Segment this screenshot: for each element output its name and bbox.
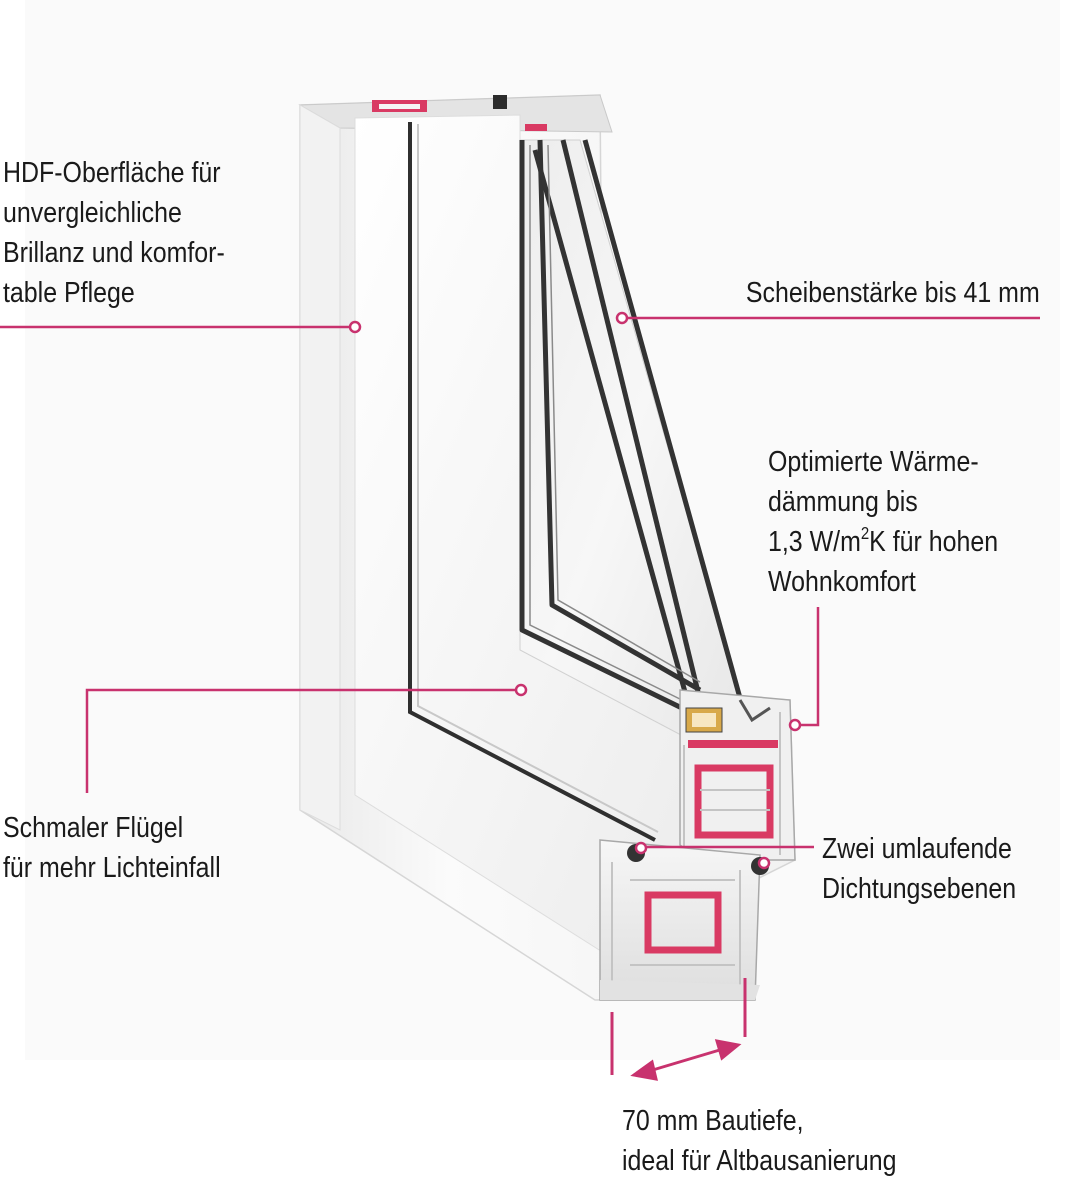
u-value-exponent: 2 xyxy=(860,522,870,543)
callout-seals-line-2: Dichtungsebenen xyxy=(822,873,1017,905)
callout-glass-line-1: Scheibenstärke bis 41 mm xyxy=(746,277,1040,309)
callout-surface: HDF-Oberfläche für unvergleichliche Bril… xyxy=(3,153,225,313)
dot-surface xyxy=(348,320,362,334)
callout-insulation-line-1: Optimierte Wärme- xyxy=(768,446,979,478)
callout-insulation-line-4: Wohnkomfort xyxy=(768,566,916,598)
callout-insulation-line-3: 1,3 W/m2K für hohen xyxy=(768,522,998,562)
dot-sash xyxy=(514,683,528,697)
dot-seals xyxy=(634,841,648,855)
dot-insulation xyxy=(788,718,802,732)
callout-depth: 70 mm Bautiefe, ideal für Altbausanierun… xyxy=(622,1101,897,1181)
frame-profile-section xyxy=(599,839,761,1001)
arrow-right xyxy=(714,1039,742,1061)
depth-dimension xyxy=(610,978,747,1081)
callout-insulation: Optimierte Wärme- dämmung bis 1,3 W/m2K … xyxy=(768,442,998,602)
arrow-left xyxy=(630,1059,658,1081)
callout-surface-line-3: Brillanz und komfor- xyxy=(3,237,225,269)
dot-glass xyxy=(615,311,629,325)
callout-depth-line-2: ideal für Altbausanierung xyxy=(622,1145,897,1177)
sash-reinforcement xyxy=(694,764,774,839)
callout-surface-line-2: unvergleichliche xyxy=(3,197,182,229)
callout-depth-line-1: 70 mm Bautiefe, xyxy=(622,1105,804,1137)
callout-surface-line-1: HDF-Oberfläche für xyxy=(3,157,221,189)
sash-profile-section xyxy=(679,689,796,861)
window-profile-model xyxy=(298,94,796,1001)
sash-rebate-line xyxy=(408,122,656,842)
u-value: 1,3 W/m xyxy=(768,526,861,558)
leader-insulation xyxy=(800,607,820,727)
u-value-rest: K für hohen xyxy=(869,526,999,558)
callout-sash-line-1: Schmaler Flügel xyxy=(3,812,184,844)
leader-lines xyxy=(0,316,1040,849)
dot-seals-2 xyxy=(757,856,771,870)
callout-seals: Zwei umlaufende Dichtungsebenen xyxy=(822,829,1016,909)
glass-panes xyxy=(519,139,743,715)
callout-sash: Schmaler Flügel für mehr Lichteinfall xyxy=(3,808,221,888)
leader-dots xyxy=(348,311,802,870)
callout-sash-line-2: für mehr Lichteinfall xyxy=(3,852,221,884)
leader-sash xyxy=(85,688,516,793)
callout-insulation-line-2: dämmung bis xyxy=(768,486,918,518)
callout-glass: Scheibenstärke bis 41 mm xyxy=(746,273,1040,313)
frame-reinforcement xyxy=(644,891,722,954)
callout-seals-line-1: Zwei umlaufende xyxy=(822,833,1012,865)
callout-surface-line-4: table Pflege xyxy=(3,277,135,309)
